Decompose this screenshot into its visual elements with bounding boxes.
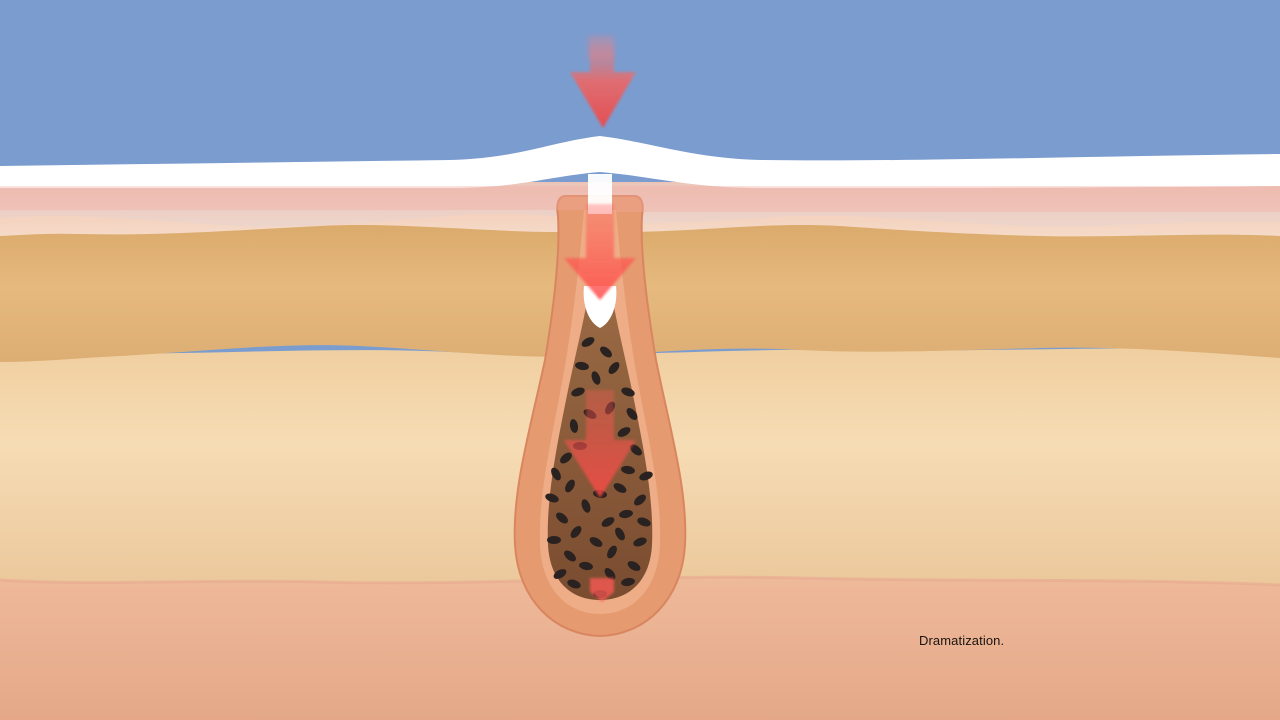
debris-particle [570, 526, 582, 538]
debris-particle [547, 536, 561, 544]
debris-particle [619, 509, 633, 519]
debris-particle [569, 419, 579, 433]
debris-particle [553, 569, 567, 579]
debris-particle [621, 387, 635, 397]
debris-particle [564, 550, 576, 562]
debris-particle [637, 517, 651, 527]
debris-particle [613, 483, 627, 493]
debris-particle [617, 427, 631, 437]
debris-particle [560, 452, 572, 464]
debris-particle [627, 561, 641, 571]
pore-middle-arrow-icon [564, 390, 636, 498]
debris-particle [589, 537, 603, 547]
debris-particle [579, 561, 593, 571]
debris-particle [621, 577, 635, 587]
debris-particle [626, 408, 638, 420]
debris-particle [607, 545, 617, 559]
debris-particle [556, 512, 568, 524]
pore-plug [583, 286, 617, 328]
debris-particle [581, 337, 595, 347]
debris-particle [633, 537, 647, 547]
debris-particle [601, 517, 615, 527]
debris-particle [621, 465, 635, 475]
debris-particle [615, 527, 625, 541]
debris-particle [639, 471, 653, 481]
debris-particle [630, 444, 642, 456]
pore-upper-arrow-icon [564, 204, 636, 300]
top-arrow-motion-blur [588, 36, 614, 60]
debris-particle [600, 346, 612, 358]
debris-particle [565, 479, 575, 493]
surface-overlay-band [0, 186, 1280, 212]
debris-particle [634, 494, 646, 506]
debris-particle [551, 467, 561, 481]
debris-particle [581, 499, 591, 513]
debris-particle [575, 361, 589, 371]
debris-particle [571, 387, 585, 397]
debris-particle [608, 362, 620, 374]
skin-surface-layer [0, 136, 1280, 188]
debris-particle [567, 579, 581, 589]
top-down-arrow-icon [570, 44, 636, 128]
debris-particle [591, 371, 601, 385]
pore-bottom-arrow-icon [590, 578, 614, 602]
debris-particle [604, 568, 616, 580]
debris-particle [545, 493, 559, 503]
dramatization-caption: Dramatization. [919, 633, 1005, 648]
